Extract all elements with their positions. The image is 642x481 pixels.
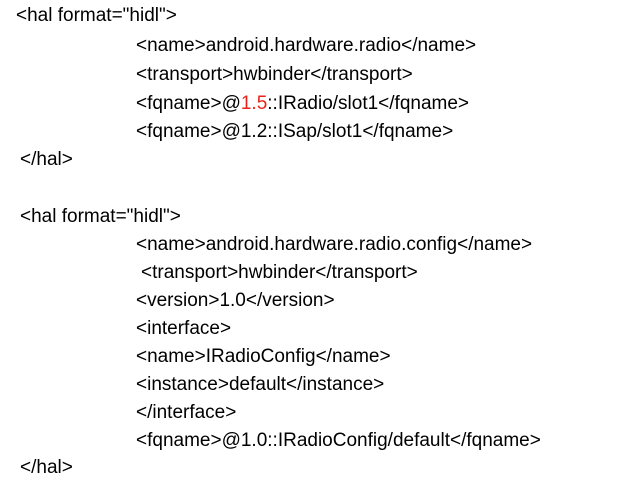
fqname-version-highlight: 1.5 [240,93,268,114]
hal-version-line: <version>1.0</version> [136,290,335,311]
fqname-line-radioconfig: <fqname>@1.0::IRadioConfig/default</fqna… [136,430,541,451]
interface-close-tag: </interface> [136,402,237,423]
hal-open-tag: <hal format="hidl"> [20,206,181,227]
interface-name-line: <name>IRadioConfig</name> [136,346,391,367]
interface-open-tag: <interface> [136,318,232,339]
hal-close-tag: </hal> [20,149,73,170]
hal-transport-line: <transport>hwbinder</transport> [141,262,418,283]
fqname-suffix: ::IRadio/slot1</fqname> [267,93,470,114]
fqname-line-isap: <fqname>@1.2::ISap/slot1</fqname> [136,121,454,142]
hal-name-line: <name>android.hardware.radio.config</nam… [136,234,533,255]
hal-name-line: <name>android.hardware.radio</name> [136,35,477,56]
fqname-prefix: <fqname>@ [136,93,241,114]
hal-open-tag: <hal format="hidl"> [16,5,177,26]
hal-close-tag: </hal> [20,457,73,478]
fqname-line-highlighted: <fqname>@1.5::IRadio/slot1</fqname> [136,92,469,116]
hal-transport-line: <transport>hwbinder</transport> [136,64,413,85]
instance-line: <instance>default</instance> [136,374,385,395]
